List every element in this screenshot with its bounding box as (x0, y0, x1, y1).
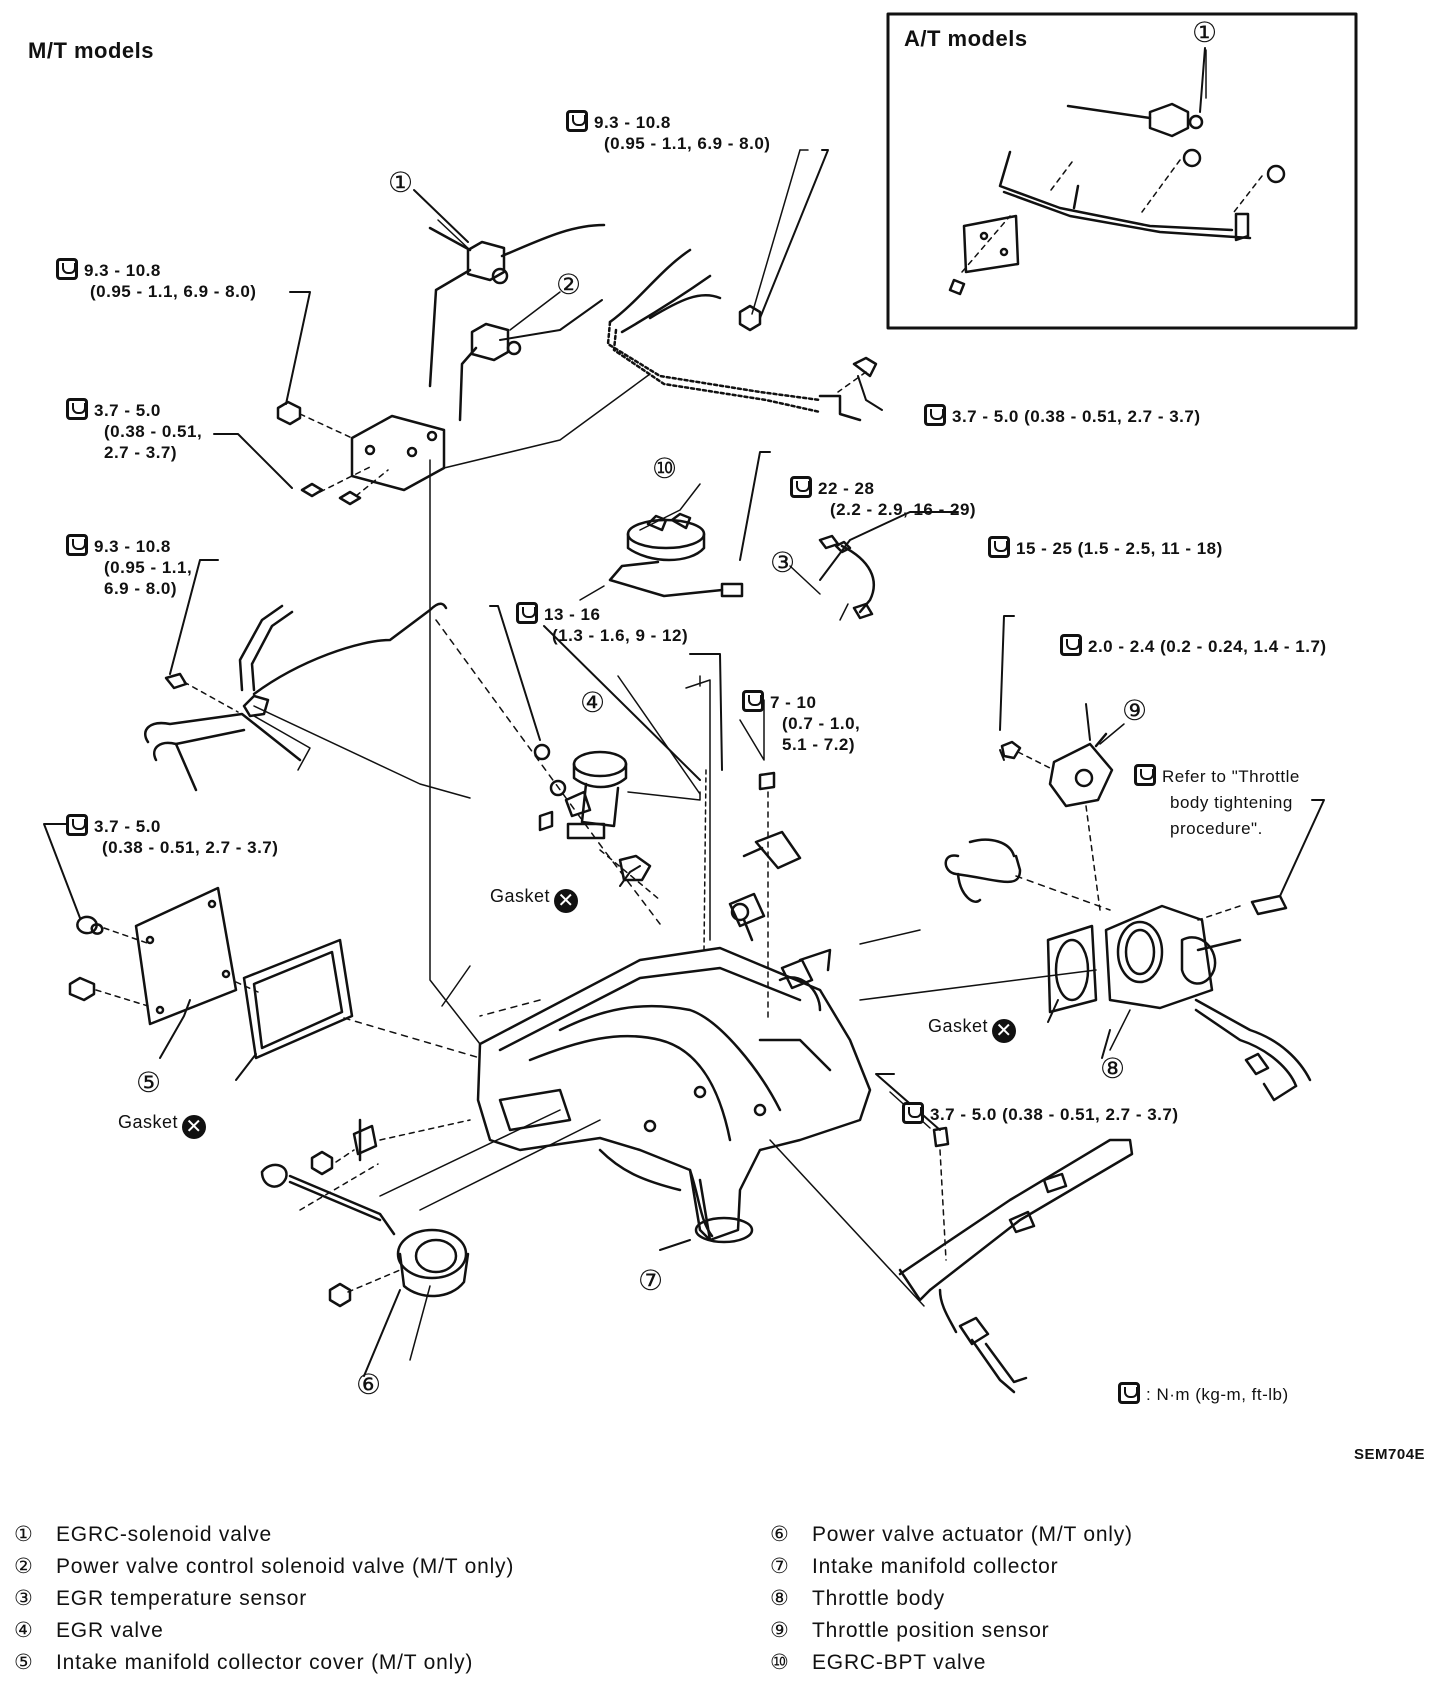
guide-lines (253, 459, 921, 1045)
leader-lines (43, 47, 1325, 1377)
figure-code: SEM704E (1354, 1446, 1426, 1463)
at-egrc-solenoid-drawing (1066, 49, 1207, 138)
collector-cover-drawing (68, 886, 481, 1060)
torque-spec-throttle-body: Refer to "Throttle body tightening proce… (1134, 764, 1300, 842)
egrc-bpt-valve-drawing (579, 483, 744, 601)
torque-wrench-icon (902, 1102, 924, 1124)
torque-wrench-icon (924, 404, 946, 426)
do-not-reuse-icon: ✕ (992, 1019, 1017, 1043)
torque-spec-cover: 3.7 - 5.0 (0.38 - 0.51, 2.7 - 3.7) (66, 814, 278, 858)
torque-wrench-icon (1118, 1382, 1140, 1404)
at-harness-drawing (998, 150, 1263, 240)
torque-wrench-icon (1060, 634, 1082, 656)
at-models-header: A/T models (904, 26, 1028, 51)
torque-wrench-icon (742, 690, 764, 712)
mt-power-valve-solenoid-drawing (458, 291, 561, 422)
torque-spec-egr-valve: 13 - 16 (1.3 - 1.6, 9 - 12) (516, 602, 688, 646)
torque-unit-note: : N·m (kg-m, ft-lb) (1118, 1382, 1289, 1405)
callout-1: ① (388, 167, 414, 198)
egr-temperature-sensor-drawing (789, 534, 875, 621)
torque-spec-upper-harness: 9.3 - 10.8 (0.95 - 1.1, 6.9 - 8.0) (566, 110, 770, 154)
torque-spec-center-sensor: 7 - 10 (0.7 - 1.0, 5.1 - 7.2) (742, 690, 860, 755)
torque-wrench-icon (790, 476, 812, 498)
throttle-hose-drawing (944, 838, 1111, 911)
torque-spec-egrc-bpt: 22 - 28 (2.2 - 2.9, 16 - 29) (790, 476, 976, 520)
torque-spec-bracket-screw: 3.7 - 5.0 (0.38 - 0.51, 2.7 - 3.7) (66, 398, 202, 463)
water-pipe-drawing (769, 1091, 1134, 1394)
intake-manifold-collector-drawing (476, 946, 872, 1244)
throttle-position-sensor-drawing (1000, 723, 1125, 911)
callout-10: ⑩ (652, 453, 678, 484)
mt-egrc-solenoid-drawing (428, 219, 606, 388)
torque-wrench-icon (1134, 764, 1156, 786)
torque-spec-throttle-sensor: 2.0 - 2.4 (0.2 - 0.24, 1.4 - 1.7) (1060, 634, 1327, 657)
egr-valve-drawing (533, 675, 701, 901)
do-not-reuse-icon: ✕ (182, 1115, 207, 1139)
torque-spec-bracket-bolt: 9.3 - 10.8 (0.95 - 1.1, 6.9 - 8.0) (56, 258, 256, 302)
at-models-inset (886, 12, 1358, 330)
gasket-egr-label: Gasket✕ (490, 886, 579, 913)
callout-9: ⑨ (1122, 695, 1148, 726)
callout-8: ⑧ (1100, 1053, 1126, 1084)
callout-5: ⑤ (136, 1067, 162, 1098)
callout-6: ⑥ (356, 1369, 382, 1400)
manifold-center-parts-drawing (728, 699, 832, 1023)
torque-spec-harness-clip: 3.7 - 5.0 (0.38 - 0.51, 2.7 - 3.7) (924, 404, 1201, 427)
callout-7: ⑦ (638, 1265, 664, 1296)
torque-wrench-icon (988, 536, 1010, 558)
mt-vacuum-harness-drawing (606, 149, 878, 422)
callout-1-at: ① (1192, 17, 1218, 48)
throttle-body-drawing (859, 894, 1312, 1102)
mt-solenoid-bracket-drawing (276, 373, 651, 506)
torque-wrench-icon (516, 602, 538, 624)
torque-spec-egr-temp-sensor: 15 - 25 (1.5 - 2.5, 11 - 18) (988, 536, 1223, 559)
torque-wrench-icon (66, 814, 88, 836)
gasket-throttle-label: Gasket✕ (928, 1016, 1017, 1043)
callout-3: ③ (770, 547, 796, 578)
torque-wrench-icon (56, 258, 78, 280)
torque-spec-lower-harness: 9.3 - 10.8 (0.95 - 1.1, 6.9 - 8.0) (66, 534, 192, 599)
torque-wrench-icon (66, 398, 88, 420)
callout-2: ② (556, 269, 582, 300)
torque-wrench-icon (66, 534, 88, 556)
mt-models-header: M/T models (28, 38, 155, 63)
mt-lower-harness-drawing (144, 602, 448, 792)
power-valve-actuator-drawing (260, 1109, 601, 1361)
do-not-reuse-icon: ✕ (554, 889, 579, 913)
gasket-cover-label: Gasket✕ (118, 1112, 207, 1139)
callout-4: ④ (580, 687, 606, 718)
at-bracket-drawing (948, 148, 1286, 296)
torque-wrench-icon (566, 110, 588, 132)
torque-spec-water-pipe: 3.7 - 5.0 (0.38 - 0.51, 2.7 - 3.7) (902, 1102, 1179, 1125)
